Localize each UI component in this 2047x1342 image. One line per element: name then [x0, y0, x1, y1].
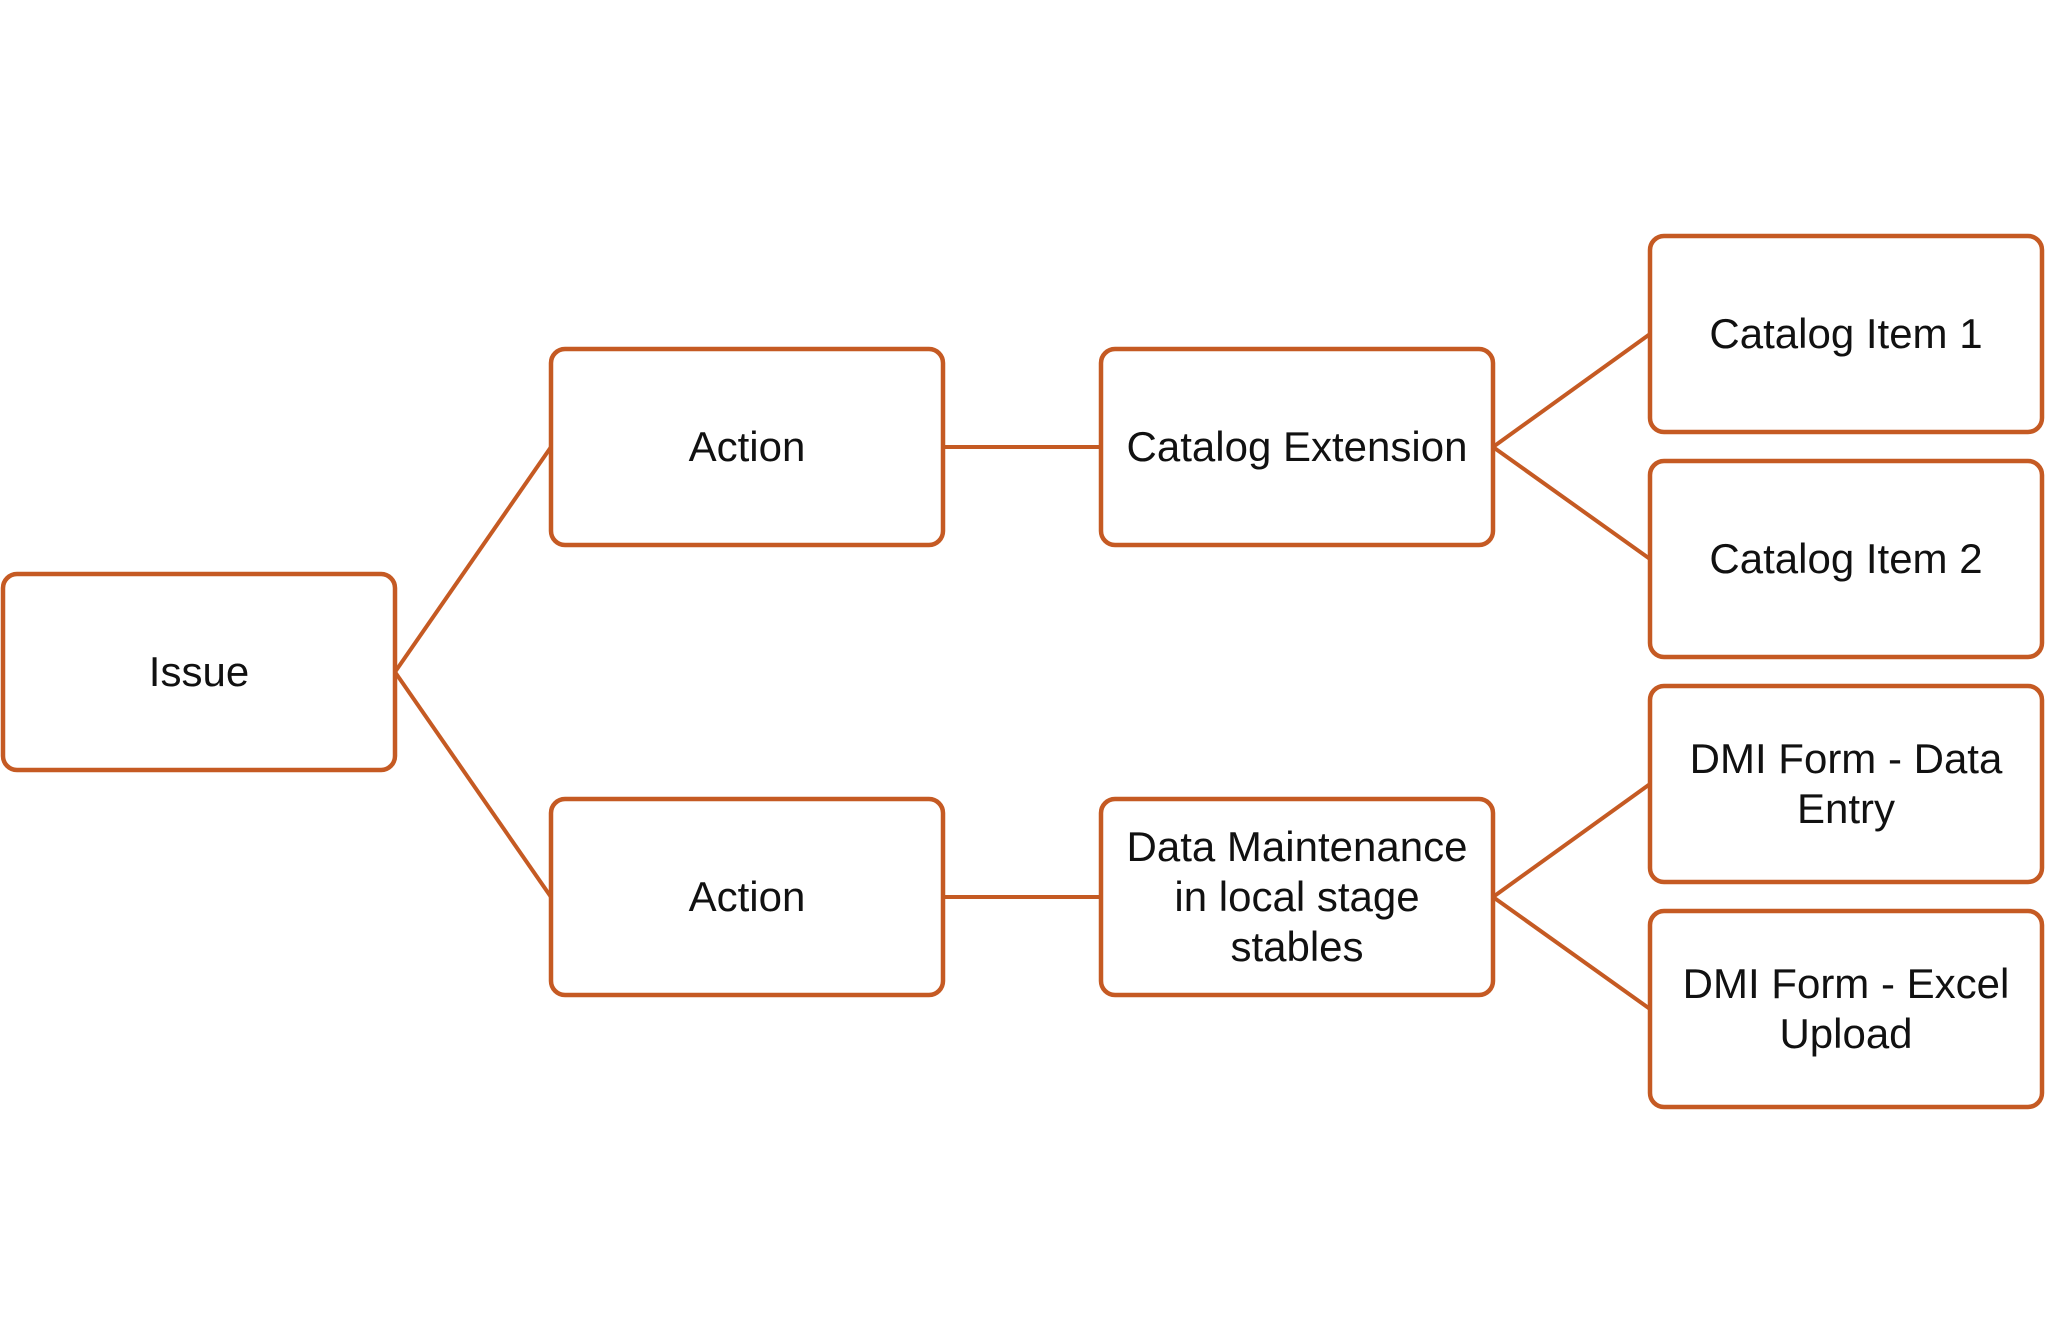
- node-label-dmi-form-data-entry: DMI Form - Data Entry: [1689, 735, 2003, 832]
- node-label-action-top: Action: [688, 423, 806, 470]
- node-label-issue: Issue: [148, 648, 250, 695]
- connector-issue-to-action-top: [393, 445, 553, 674]
- node-box-action-bottom: [548, 796, 946, 998]
- connector-catalog-extension-to-catalog-item-1: [1491, 332, 1652, 449]
- connector-catalog-extension-to-catalog-item-2: [1491, 445, 1652, 561]
- node-label-catalog-item-1: Catalog Item 1: [1709, 310, 1983, 357]
- connector-lines: [393, 332, 1652, 1011]
- node-label-data-maintenance: Data Maintenance in local stage stables: [1126, 823, 1468, 970]
- node-boxes: [0, 233, 2045, 1110]
- node-box-catalog-item-1: [1647, 233, 2045, 435]
- node-label-catalog-extension: Catalog Extension: [1126, 423, 1468, 470]
- connector-data-maintenance-to-dmi-form-data-entry: [1491, 782, 1652, 899]
- node-label-dmi-form-excel-upload: DMI Form - Excel Upload: [1682, 960, 2010, 1057]
- node-box-dmi-form-excel-upload: [1647, 908, 2045, 1110]
- connector-issue-to-action-bottom: [393, 670, 553, 899]
- node-box-action-top: [548, 346, 946, 548]
- node-box-catalog-item-2: [1647, 458, 2045, 660]
- node-box-data-maintenance: [1098, 796, 1496, 998]
- node-label-action-bottom: Action: [688, 873, 806, 920]
- node-box-issue: [0, 571, 398, 773]
- connector-data-maintenance-to-dmi-form-excel-upload: [1491, 895, 1652, 1011]
- node-label-catalog-item-2: Catalog Item 2: [1709, 535, 1983, 582]
- node-box-catalog-extension: [1098, 346, 1496, 548]
- node-box-dmi-form-data-entry: [1647, 683, 2045, 885]
